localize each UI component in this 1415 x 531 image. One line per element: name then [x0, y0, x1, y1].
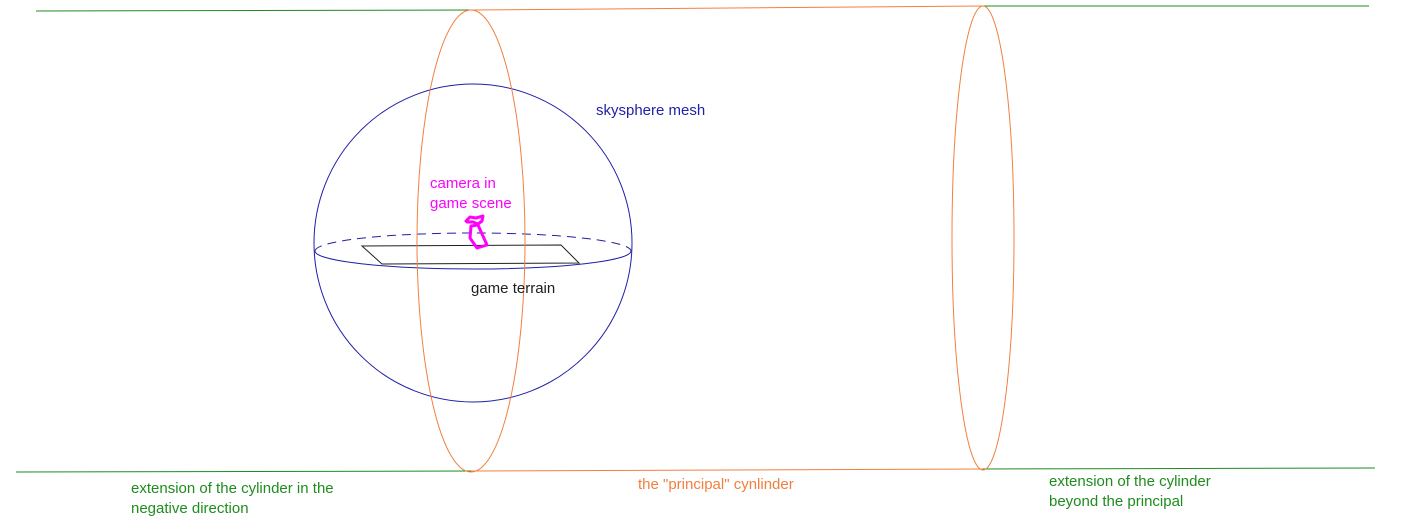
camera-label-line2: game scene: [430, 195, 512, 212]
camera-label-line1: camera in: [430, 175, 496, 192]
negative-extension-label-line1: extension of the cylinder in the: [131, 480, 334, 497]
negative-extension-bottom-line: [15, 470, 472, 473]
negative-extension-top-line: [35, 9, 472, 12]
negative-extension-label-line2: negative direction: [131, 500, 249, 517]
camera-icon: [464, 214, 489, 250]
principal-cylinder-bottom-line: [470, 468, 984, 472]
skysphere-equator-back: [314, 232, 632, 252]
terrain-label: game terrain: [471, 280, 556, 297]
principal-cylinder-left-end: [416, 9, 526, 473]
beyond-extension-label-line1: extension of the cylinder: [1049, 473, 1211, 490]
principal-cylinder-right-end: [951, 5, 1015, 471]
skysphere-label: skysphere mesh: [596, 102, 706, 119]
beyond-extension-bottom-line: [982, 467, 1376, 470]
principal-cylinder-label: the "principal" cynlinder: [638, 476, 794, 493]
principal-cylinder-top-line: [470, 5, 984, 11]
skysphere-equator-front: [314, 250, 632, 270]
skysphere-circle: [313, 83, 633, 403]
terrain-plane: [360, 244, 581, 265]
beyond-extension-label-line2: beyond the principal: [1049, 493, 1184, 510]
